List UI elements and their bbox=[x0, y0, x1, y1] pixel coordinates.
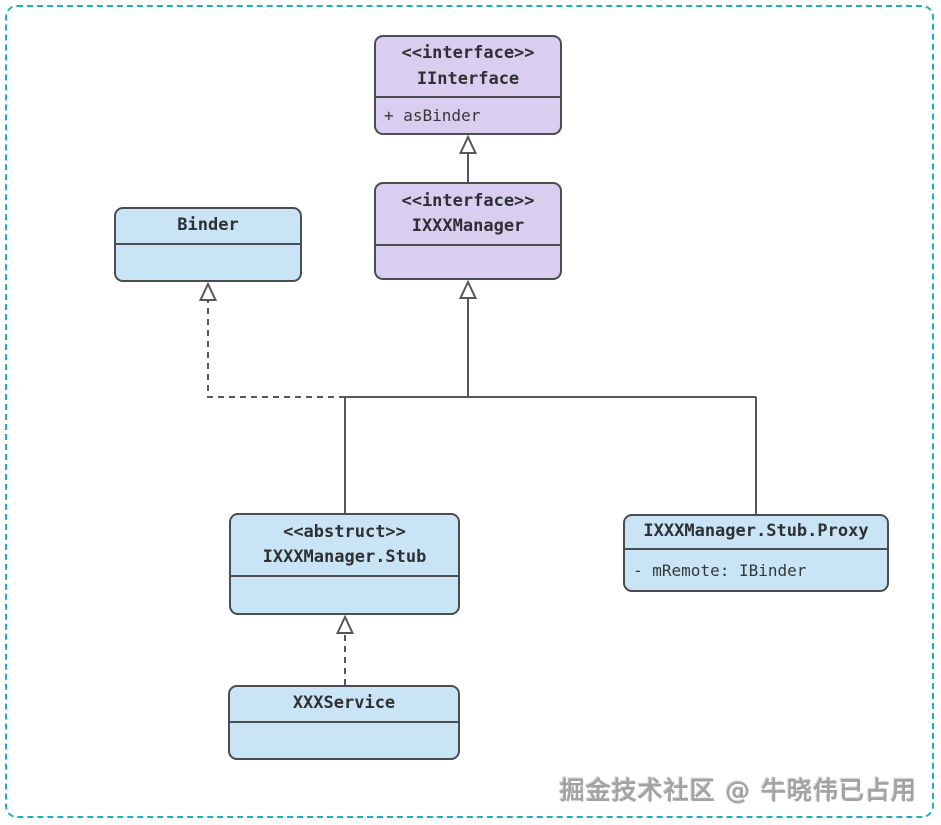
class-members-compartment bbox=[116, 245, 300, 280]
member-label: - mRemote: IBinder bbox=[633, 560, 807, 580]
stereotype-label: <<interface>> bbox=[401, 190, 535, 211]
class-name: IXXXManager bbox=[411, 216, 525, 236]
class-title-compartment: XXXService bbox=[230, 687, 458, 723]
class-title-compartment: IXXXManager.Stub.Proxy bbox=[625, 516, 887, 550]
stereotype-label: <<abstruct>> bbox=[283, 521, 406, 542]
class-members-compartment: - mRemote: IBinder bbox=[625, 550, 887, 590]
class-title-compartment: <<abstruct>> IXXXManager.Stub bbox=[231, 515, 458, 577]
class-members-compartment bbox=[231, 577, 458, 613]
arrowhead-into-binder bbox=[198, 281, 218, 301]
class-name: IXXXManager.Stub bbox=[262, 547, 427, 567]
class-title-compartment: <<interface>> IInterface bbox=[376, 37, 560, 98]
arrowhead-into-stub bbox=[335, 614, 355, 634]
class-node-ixxxmanager-stub: <<abstruct>> IXXXManager.Stub bbox=[229, 513, 460, 615]
class-name: XXXService bbox=[292, 693, 396, 714]
class-title-compartment: <<interface>> IXXXManager bbox=[376, 184, 560, 246]
member-label: + asBinder bbox=[384, 106, 481, 125]
edge-stub-and-proxy-to-ixxxmanager bbox=[344, 298, 757, 514]
class-node-xxxservice: XXXService bbox=[228, 685, 460, 760]
class-name: IInterface bbox=[416, 68, 520, 89]
class-node-ixxxmanager: <<interface>> IXXXManager bbox=[374, 182, 562, 280]
edge-stub-to-binder bbox=[207, 300, 345, 398]
class-members-compartment: + asBinder bbox=[376, 98, 560, 133]
class-name: IXXXManager.Stub.Proxy bbox=[643, 521, 869, 542]
class-node-ixxxmanager-stub-proxy: IXXXManager.Stub.Proxy - mRemote: IBinde… bbox=[623, 514, 889, 592]
class-members-compartment bbox=[230, 723, 458, 758]
class-node-iinterface: <<interface>> IInterface + asBinder bbox=[374, 35, 562, 135]
arrowhead-into-iinterface bbox=[458, 134, 478, 154]
stereotype-label: <<interface>> bbox=[401, 43, 535, 63]
arrowhead-into-ixxxmanager bbox=[458, 279, 478, 299]
class-members-compartment bbox=[376, 246, 560, 278]
class-node-binder: Binder bbox=[114, 207, 302, 282]
class-title-compartment: Binder bbox=[116, 209, 300, 245]
watermark-text: 掘金技术社区 @ 牛晓伟已占用 bbox=[559, 776, 917, 805]
class-name: Binder bbox=[177, 215, 239, 236]
